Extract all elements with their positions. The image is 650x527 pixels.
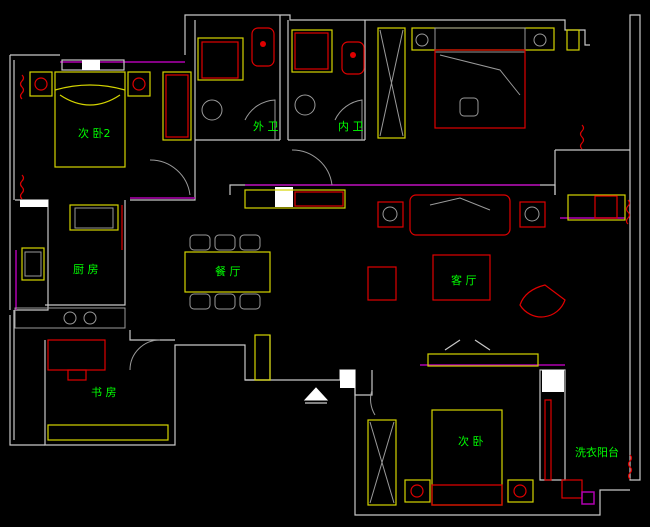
- room-label-outer-bath: 外 卫: [253, 120, 279, 133]
- entry-arrow-icon: [303, 387, 329, 404]
- dining-furniture: [184, 189, 346, 310]
- room-label-laundry-balcony: 洗衣阳台: [575, 445, 619, 459]
- room-label-bedroom: 次 卧: [458, 434, 484, 448]
- living-furniture: [367, 194, 566, 318]
- room-label-kitchen: 厨 房: [73, 263, 99, 276]
- room-label-inner-bath: 内 卫: [338, 119, 364, 133]
- room-label-dining: 餐 厅: [215, 264, 241, 278]
- curtain-markers: [19, 74, 633, 480]
- room-label-bedroom2: 次 卧2: [78, 126, 111, 140]
- kitchen-fixtures: [14, 204, 126, 329]
- windows: [15, 59, 625, 392]
- bathroom-fixtures: [197, 27, 406, 186]
- master-bedroom-furniture: [411, 27, 626, 221]
- room-label-study: 书 房: [91, 386, 117, 399]
- bedroom2-furniture: [29, 71, 192, 196]
- room-label-living: 客 厅: [451, 273, 477, 287]
- bedroom-furniture: [367, 339, 595, 506]
- study-furniture: [47, 334, 271, 441]
